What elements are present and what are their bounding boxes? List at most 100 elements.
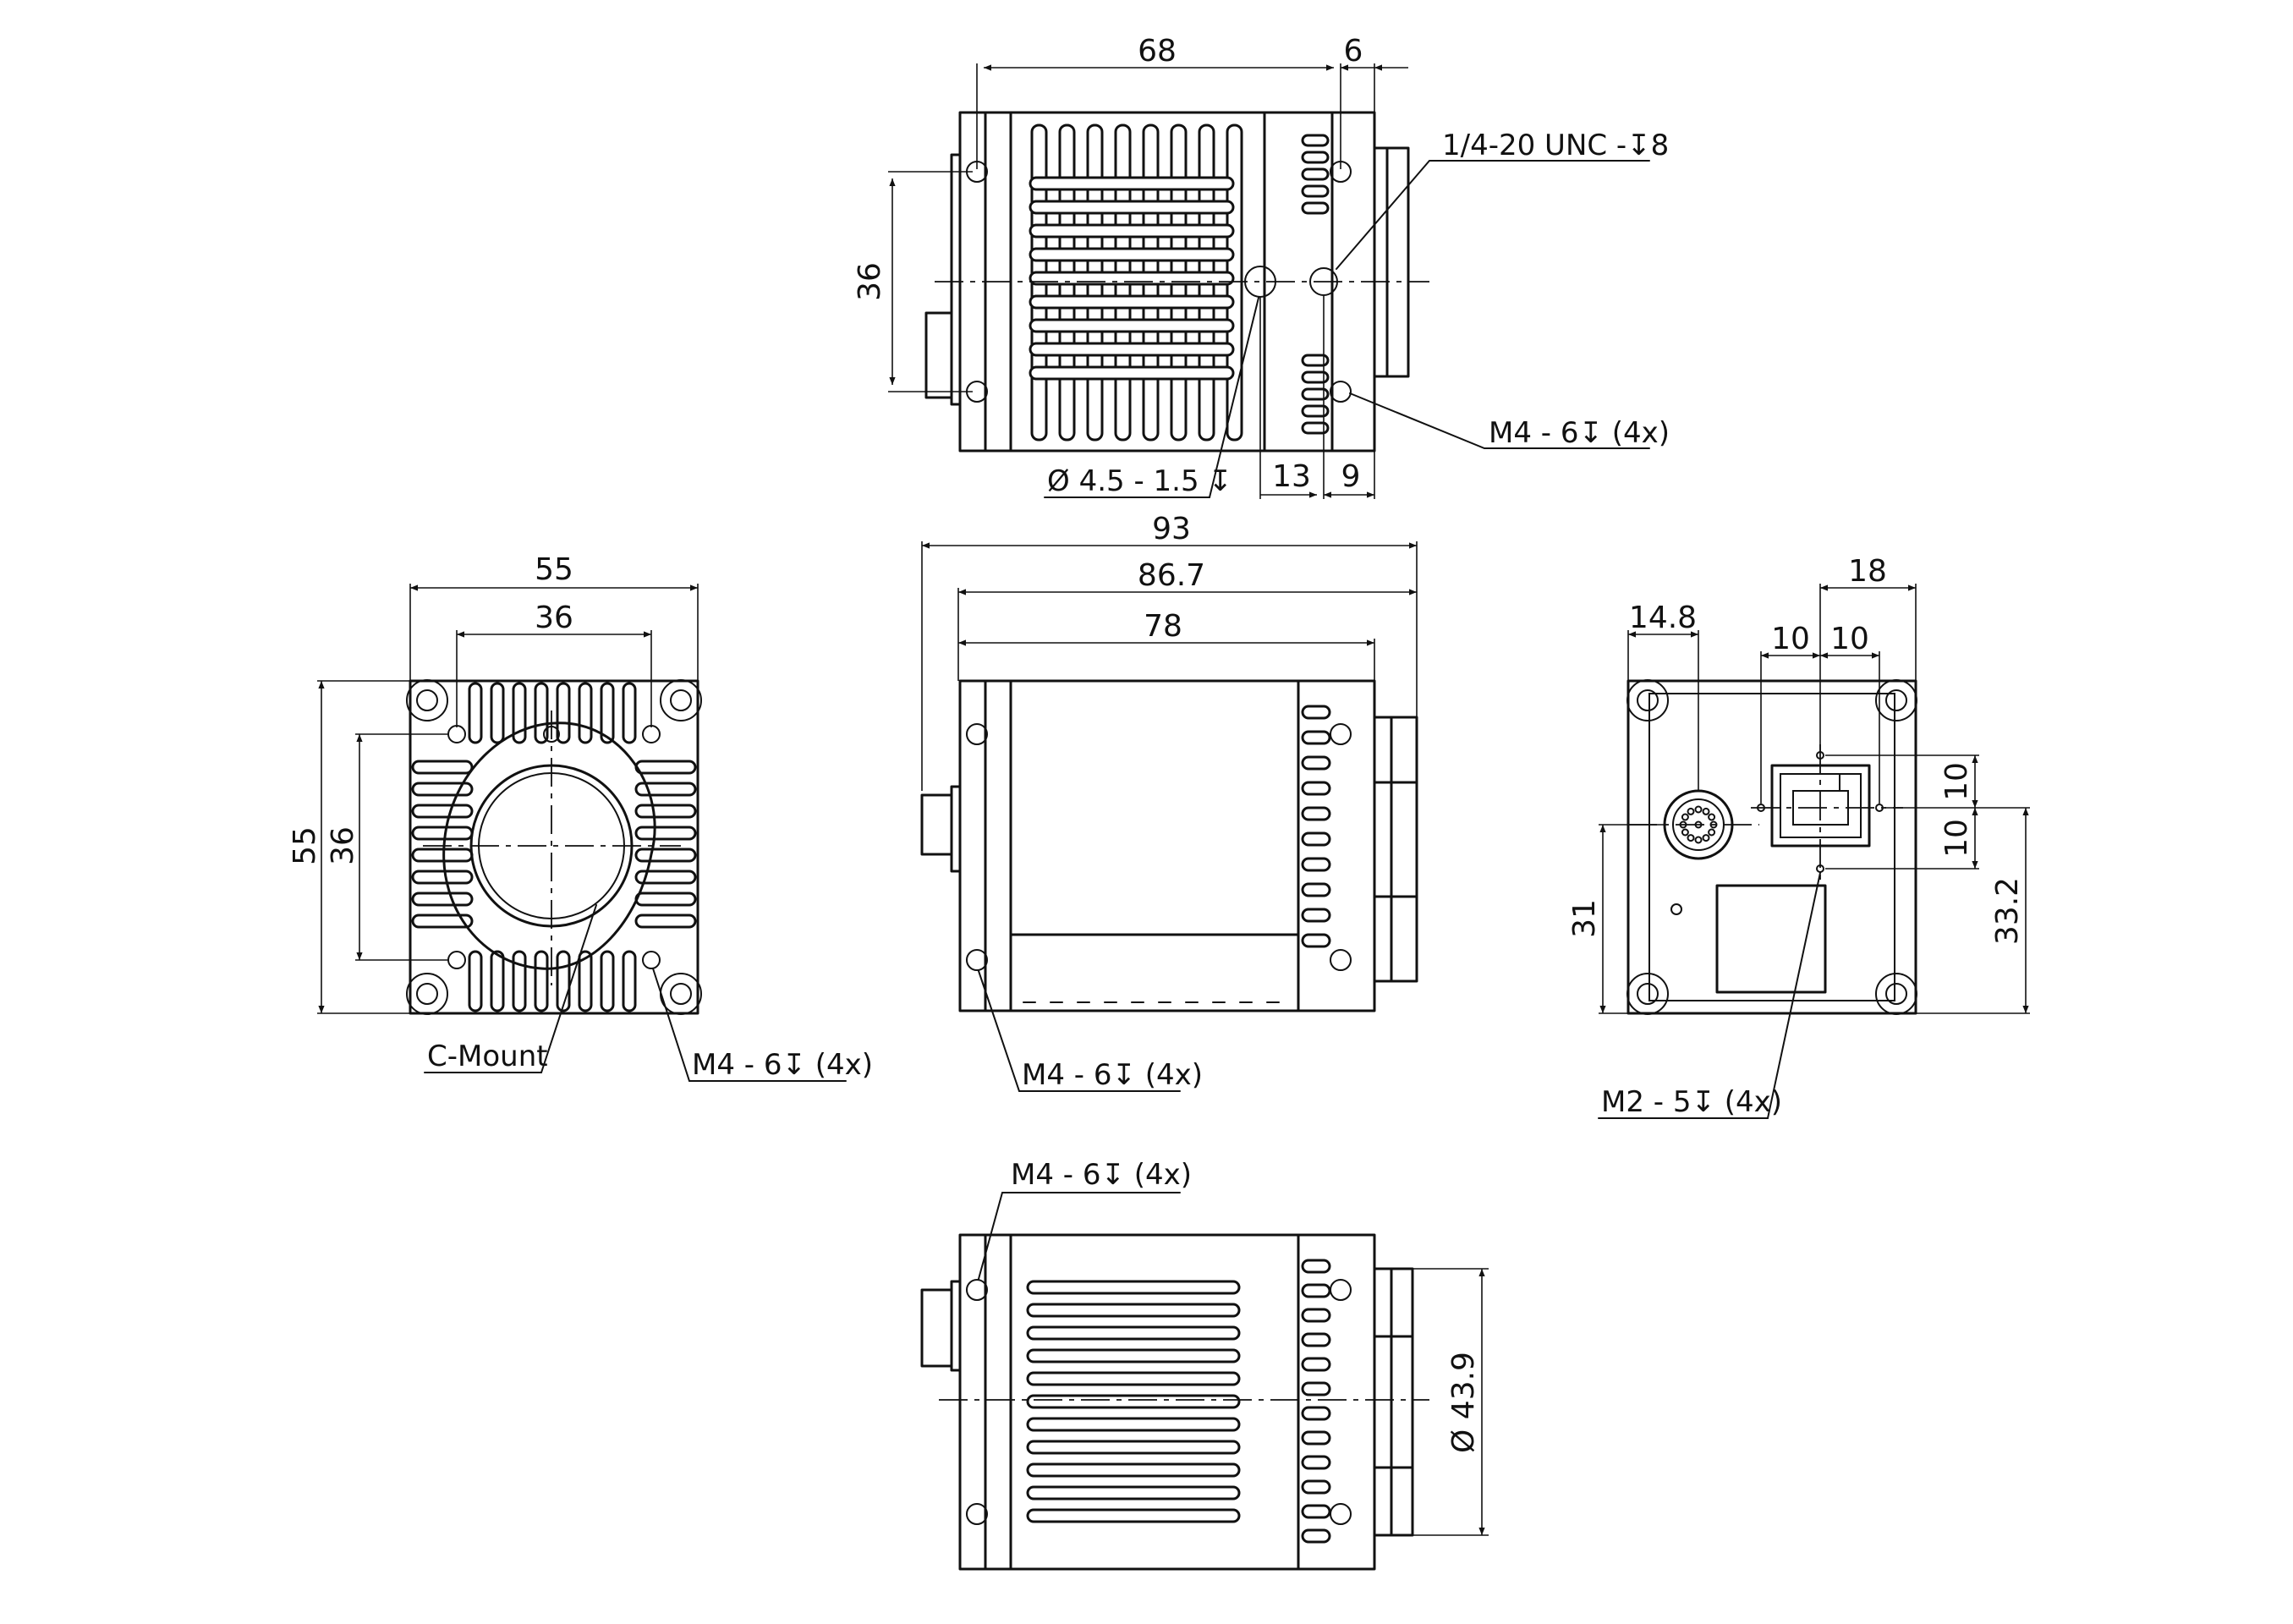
dim-10-d: 10 [1939, 819, 1974, 858]
dim-10-c: 10 [1939, 762, 1974, 801]
side-fin [1301, 1528, 1331, 1544]
rear-fin [1301, 421, 1330, 435]
slot [1026, 1462, 1241, 1478]
right-fin [634, 804, 697, 819]
side-fin [1301, 1406, 1331, 1421]
rear-fin [1301, 184, 1330, 198]
left-fin [411, 760, 474, 775]
dim-9: 9 [1341, 459, 1361, 494]
note-m4-top: M4 - 6↧ (4x) [1489, 416, 1670, 450]
dim-86-7: 86.7 [1138, 558, 1205, 593]
dim-55-h: 55 [288, 826, 322, 865]
rear-fin [1301, 134, 1330, 147]
slot [1029, 294, 1235, 310]
right-fin [634, 892, 697, 907]
top-fin [512, 682, 527, 744]
side-fin [1301, 1332, 1331, 1347]
front-view-fins [411, 682, 697, 1012]
slot [1026, 1303, 1241, 1318]
rear-fin [1301, 151, 1330, 164]
note-tripod: 1/4-20 UNC -↧8 [1442, 129, 1669, 162]
top-fin [600, 682, 615, 744]
right-fin [634, 870, 697, 885]
rear-fin [1301, 201, 1330, 215]
dim-14-8: 14.8 [1629, 601, 1697, 635]
top-fin [622, 682, 637, 744]
front-view: 55 36 55 36 C-Mount M4 - 6↧ (4x) [288, 552, 873, 1082]
left-fin [411, 892, 474, 907]
side-fin [1301, 806, 1331, 821]
pin [1694, 836, 1703, 844]
slot [1029, 176, 1235, 191]
pin [1687, 834, 1695, 842]
slot [1026, 1280, 1241, 1295]
bottom-fin [556, 950, 571, 1012]
side-fin [1301, 1283, 1331, 1298]
top-view-fins [1029, 123, 1330, 442]
pin [1708, 828, 1716, 837]
note-hole: Ø 4.5 - 1.5 ↧ [1047, 464, 1232, 498]
rear-view: 14.8 18 10 10 10 10 31 33.2 M2 - 5↧ (4x) [1567, 554, 2030, 1119]
dim-dia-43-9: Ø 43.9 [1446, 1352, 1481, 1453]
dim-68: 68 [1138, 34, 1177, 69]
side-fin [1301, 831, 1331, 847]
note-c-mount: C-Mount [427, 1040, 548, 1073]
side-fin [1301, 1455, 1331, 1470]
bottom-fin [490, 950, 505, 1012]
side-view: 93 86.7 78 M4 - 6↧ (4x) [920, 512, 1418, 1092]
bottom-view-fins [1301, 1259, 1331, 1544]
pin [1681, 813, 1689, 821]
slot [1029, 247, 1235, 262]
bottom-fin [600, 950, 615, 1012]
slot [1029, 223, 1235, 239]
dim-18: 18 [1848, 554, 1887, 589]
top-fin [490, 682, 505, 744]
note-m2: M2 - 5↧ (4x) [1601, 1085, 1782, 1119]
dim-33-2: 33.2 [1990, 877, 2025, 945]
side-fin [1301, 908, 1331, 923]
note-m4-bottom: M4 - 6↧ (4x) [1011, 1158, 1192, 1192]
slot [1029, 318, 1235, 333]
left-fin [411, 914, 474, 929]
bottom-fin [512, 950, 527, 1012]
dim-36-w: 36 [535, 601, 573, 635]
rear-fin [1301, 167, 1330, 181]
dim-10-a: 10 [1771, 622, 1810, 656]
slot [1026, 1417, 1241, 1432]
dim-36-h: 36 [326, 826, 360, 865]
dim-31: 31 [1567, 899, 1602, 938]
bottom-fin [468, 950, 483, 1012]
slot [1029, 342, 1235, 357]
side-fin [1301, 857, 1331, 872]
rear-fin [1301, 404, 1330, 418]
slot [1026, 1325, 1241, 1341]
side-fin [1301, 1504, 1331, 1519]
side-fin [1301, 755, 1331, 771]
top-fin [556, 682, 571, 744]
side-fin [1301, 1308, 1331, 1323]
left-fin [411, 848, 474, 863]
pin [1708, 813, 1716, 821]
slot [1026, 1348, 1241, 1363]
dim-10-b: 10 [1830, 622, 1869, 656]
slot [1026, 1440, 1241, 1455]
dim-6: 6 [1344, 34, 1363, 69]
dim-55-w: 55 [535, 552, 573, 587]
right-fin [634, 782, 697, 797]
top-fin [578, 682, 593, 744]
side-fin [1301, 1430, 1331, 1446]
side-fin [1301, 1479, 1331, 1495]
pin [1694, 805, 1703, 814]
right-fin [634, 848, 697, 863]
side-fin [1301, 705, 1331, 720]
top-fin [534, 682, 549, 744]
rear-fin [1301, 370, 1330, 384]
pin [1687, 807, 1695, 815]
bottom-fin [622, 950, 637, 1012]
dim-93: 93 [1152, 512, 1191, 546]
dim-78: 78 [1144, 609, 1182, 644]
right-fin [634, 914, 697, 929]
rear-fin [1301, 354, 1330, 367]
side-fin [1301, 933, 1331, 948]
